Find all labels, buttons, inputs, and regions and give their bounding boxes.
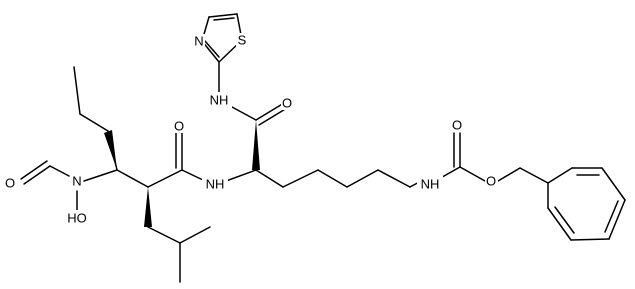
wedge-bond (104, 130, 117, 170)
amide-o-top-label: O (282, 96, 292, 111)
double-bond-inner (554, 206, 575, 234)
bond (282, 169, 319, 188)
bond (116, 169, 149, 188)
bond (147, 226, 181, 244)
hydroxyl-label: HO (67, 211, 87, 226)
formyl-o-label: O (5, 176, 15, 191)
bond (519, 167, 549, 184)
bond (255, 169, 284, 188)
bond (377, 169, 411, 188)
double-bond-inner (204, 40, 220, 58)
bond (181, 169, 206, 182)
bond (459, 166, 486, 182)
stereo-bonds (104, 120, 260, 227)
bond (147, 169, 183, 188)
bond (79, 113, 109, 132)
double-bond-inner (258, 107, 288, 126)
bond (49, 165, 70, 177)
atom-labels: N S NH O O NH O N HO O O NH (4, 33, 498, 226)
carbamate-o-double-label: O (452, 118, 462, 133)
thiazole-s-label: S (238, 33, 247, 48)
bond (255, 102, 285, 121)
backbone-bonds (20, 61, 549, 283)
amide-nh-top-label: NH (210, 93, 229, 108)
bond (547, 207, 572, 241)
amide-o-left-label: O (174, 119, 184, 134)
bond (346, 169, 379, 188)
thiazole-n-label: N (194, 34, 203, 49)
carbamate-nh-label: NH (421, 177, 440, 192)
double-bond-inner (604, 200, 619, 233)
bond (608, 199, 626, 240)
wedge-bond (252, 120, 260, 170)
hydroxamic-n-label: N (72, 174, 81, 189)
double-bond-inner (20, 160, 48, 180)
carbamate-o-ester-label: O (486, 174, 496, 189)
amide-nh-mid-label: NH (206, 177, 225, 192)
bond (601, 167, 626, 201)
bond (23, 165, 51, 185)
bond (179, 226, 211, 244)
double-bond-inner (213, 17, 235, 21)
wedge-bond (144, 187, 152, 227)
bond (208, 13, 238, 18)
bond (570, 238, 610, 241)
bond (73, 66, 81, 115)
bond (497, 167, 521, 182)
bond (547, 167, 573, 184)
benzene-ring (547, 167, 626, 241)
bond (317, 169, 348, 188)
bond (225, 169, 257, 182)
bond (83, 169, 118, 182)
